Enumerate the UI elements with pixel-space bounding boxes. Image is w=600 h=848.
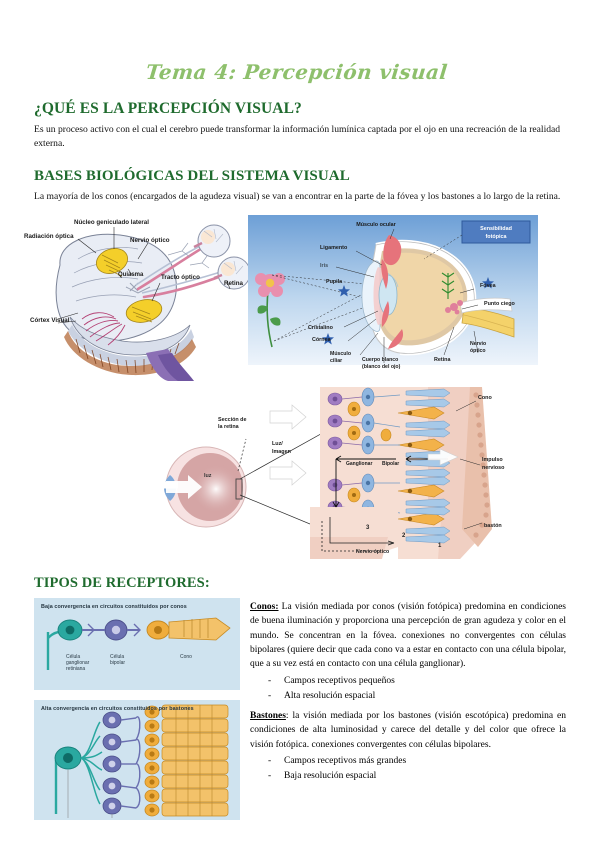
eye-label-musculo-ocular: Músculo ocular (356, 222, 396, 228)
receptor-figures: Baja convergencia en circuitos constitui… (34, 597, 240, 820)
retina-label-ganglionar: Ganglionar (346, 461, 372, 467)
eye-label-fovea: Fóvea (480, 283, 497, 289)
retina-number-2: 2 (402, 533, 406, 539)
eye-label-ligamento: Ligamento (320, 245, 348, 251)
brain-label-cortex-visual: Córtex Visual (30, 317, 70, 324)
svg-text:óptico: óptico (470, 348, 486, 354)
retina-label-impulso: Impulso (482, 457, 503, 463)
heading-tipos-de-receptores: TIPOS DE RECEPTORES: (34, 574, 210, 591)
svg-text:ciliar: ciliar (330, 358, 342, 364)
eye-callout-box: Sensibilidad fotópica (461, 220, 531, 244)
retina-label-baston: bastón (484, 523, 502, 529)
retina-label-cono: Cono (478, 395, 492, 401)
figure-anatomia-del-ojo: Sensibilidad fotópica (248, 214, 538, 380)
eye-label-musculo-ciliar: Músculo (330, 351, 351, 357)
eye-callout-line1: Sensibilidad (480, 226, 512, 232)
paragraph-percepcion-visual: Es un proceso activo con el cual el cere… (34, 124, 561, 149)
figure-seccion-de-la-retina: luz Sección de la retina (160, 386, 540, 563)
list-item: Campos receptivos más grandes (250, 754, 566, 770)
page-title: Tema 4: Percepción visual (144, 60, 449, 84)
brain-label-tracto-optico: Tracto óptico (161, 274, 200, 281)
retina-label-seccion-de-la-retina: Sección de (218, 417, 246, 423)
eye-label-nervio-optico: Nervio (470, 341, 486, 347)
eye-label-iris: Iris (320, 263, 328, 269)
bullets-bastones: Campos receptivos más grandes Baja resol… (250, 754, 566, 785)
text-bastones: : la visión mediada por los bastones (vi… (250, 710, 566, 750)
section-tipos-de-receptores: TIPOS DE RECEPTORES: Baja convergencia e… (34, 575, 566, 820)
figure-row-retina: luz Sección de la retina (34, 386, 566, 565)
cones-label-cono: Cono (180, 653, 192, 660)
list-item: Alta resolución espacial (250, 689, 566, 705)
figure-row-top: Núcleo geniculado lateral Radiación ópti… (24, 213, 566, 385)
eye-label-cuerpo-blanco: Cuerpo blanco (362, 357, 398, 363)
brain-label-nervio-optico-1: Nervio óptico (130, 237, 170, 244)
figure-via-visual-cerebro: Núcleo geniculado lateral Radiación ópti… (18, 213, 254, 381)
figure-caption-conos: Baja convergencia en circuitos constitui… (41, 603, 187, 610)
retina-label-bipolar: Bipolar (382, 461, 399, 467)
eye-label-punto-ciego: Punto ciego (484, 301, 516, 307)
svg-text:(blanco del ojo): (blanco del ojo) (362, 364, 401, 370)
brain-label-retina: Retina (224, 280, 243, 287)
heading-que-es-la-percepcion-visual: ¿QUÉ ES LA PERCEPCIÓN VISUAL? (34, 100, 302, 117)
bullets-conos: Campos receptivos pequeños Alta resoluci… (250, 674, 566, 705)
svg-text:la retina: la retina (218, 424, 240, 430)
brain-label-quiasma: Quiasma (118, 272, 144, 278)
brain-label-radiacion-optica: Radiación óptica (24, 233, 74, 240)
paragraph-bastones: Bastones: la visión mediada por los bast… (250, 709, 566, 752)
term-bastones: Bastones (250, 710, 286, 721)
retina-label-luz-imagen-2: Imagen (272, 449, 291, 455)
figure-baja-convergencia-conos: Baja convergencia en circuitos constitui… (34, 597, 240, 690)
svg-text:nervioso: nervioso (482, 465, 505, 471)
paragraph-bases-biologicas: La mayoría de los conos (encargados de l… (34, 190, 561, 202)
term-conos: Conos: (250, 601, 279, 612)
retina-number-3: 3 (366, 525, 370, 531)
list-item: Campos receptivos pequeños (250, 674, 566, 690)
eye-callout-line2: fotópica (486, 234, 508, 240)
retina-number-1: 1 (438, 543, 442, 549)
list-item: Baja resolución espacial (250, 769, 566, 785)
figure-caption-bastones: Alta convergencia en circuitos constitui… (41, 705, 194, 712)
eye-label-cristalino: Cristalino (308, 325, 334, 331)
figure-alta-convergencia-bastones: Alta convergencia en circuitos constitui… (34, 699, 240, 820)
retina-label-nervio-optico: Nervio óptico (356, 549, 389, 555)
retina-label-luz-imagen-1: Luz/ (272, 441, 283, 447)
text-conos: La visión mediada por conos (visión fotó… (250, 601, 566, 670)
eye-label-retina: Retina (434, 357, 451, 363)
eye-label-pupila: Pupila (326, 279, 343, 285)
eye-label-cornea: Córnea (312, 337, 332, 343)
heading-bases-biologicas: BASES BIOLÓGICAS DEL SISTEMA VISUAL (34, 167, 350, 184)
paragraph-conos: Conos: La visión mediada por conos (visi… (250, 600, 566, 672)
receptor-descriptions: Conos: La visión mediada por conos (visi… (250, 598, 566, 820)
brain-label-nucleo-geniculado-lateral: Núcleo geniculado lateral (74, 219, 149, 226)
svg-text:luz: luz (204, 473, 212, 479)
